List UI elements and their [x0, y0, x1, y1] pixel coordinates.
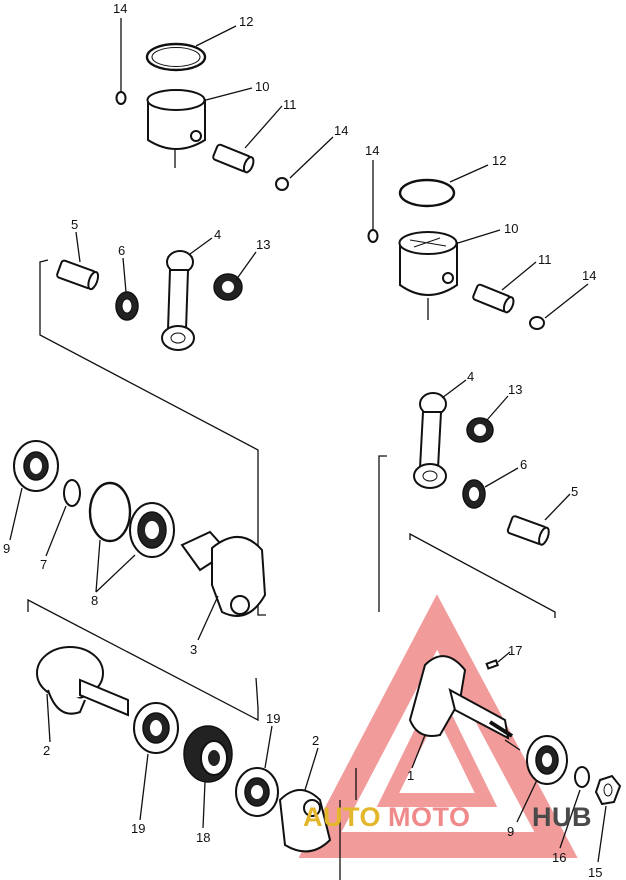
- callout-number: 6: [520, 457, 527, 472]
- callout-number: 9: [3, 541, 10, 556]
- watermark-wordmark: AUTO MOTO HUB: [303, 802, 592, 832]
- needle-bearing: [466, 417, 494, 443]
- assembly-frame: [39, 259, 266, 616]
- piston-ring: [145, 42, 207, 72]
- connecting-rod: [413, 392, 447, 489]
- small-end-bearing: [115, 291, 139, 321]
- callout-number: 8: [91, 593, 98, 608]
- callout-number: 12: [239, 14, 253, 29]
- callout-number: 19: [131, 821, 145, 836]
- circlip: [529, 316, 545, 330]
- callout-number: 10: [504, 221, 518, 236]
- small-end-bearing: [462, 479, 486, 509]
- callout-number: 4: [214, 227, 221, 242]
- callout-number: 13: [256, 237, 270, 252]
- crankshaft-assembly: [408, 655, 521, 751]
- circlip: [367, 229, 379, 243]
- assembly-frame: [378, 455, 556, 618]
- callout-labels: 14 12 10 11 14 5 6 4 13 9 7 8 3 2 19 19 …: [3, 1, 602, 880]
- callout-number: 5: [571, 484, 578, 499]
- callout-number: 13: [508, 382, 522, 397]
- callout-number: 15: [588, 865, 602, 880]
- callout-number: 6: [118, 243, 125, 258]
- piston: [146, 89, 206, 168]
- callout-number: 19: [266, 711, 280, 726]
- callout-number: 2: [43, 743, 50, 758]
- callout-number: 9: [507, 824, 514, 839]
- main-bearing: [235, 767, 279, 817]
- watermark-inner-triangle-icon: [376, 684, 498, 807]
- callout-number: 5: [71, 217, 78, 232]
- main-bearing: [129, 502, 175, 558]
- watermark-triangle-icon: [298, 594, 578, 858]
- crankshaft-half: [180, 530, 267, 617]
- oil-seal: [526, 735, 568, 785]
- callout-number: 18: [196, 830, 210, 845]
- connecting-rod: [161, 250, 195, 351]
- callout-number: 17: [508, 643, 522, 658]
- watermark-logo: [298, 594, 578, 858]
- snap-ring: [88, 481, 132, 543]
- callout-number: 1: [407, 768, 414, 783]
- piston-ring-inner: [151, 47, 201, 67]
- callout-number: 11: [283, 97, 297, 112]
- leader-lines: [9, 18, 607, 863]
- snap-ring: [63, 479, 81, 507]
- needle-bearing: [506, 515, 550, 546]
- needle-bearing: [213, 273, 243, 301]
- washer: [574, 766, 590, 788]
- piston-pin: [212, 143, 255, 174]
- callout-number: 3: [190, 642, 197, 657]
- callout-number: 16: [552, 850, 566, 865]
- callout-number: 14: [334, 123, 348, 138]
- assembly-frame: [27, 598, 259, 722]
- callout-number: 4: [467, 369, 474, 384]
- needle-bearing: [56, 259, 100, 291]
- circlip: [275, 177, 289, 191]
- crank-nut: [594, 774, 622, 806]
- watermark-word-moto: MOTO: [388, 802, 471, 832]
- callout-number: 14: [113, 1, 127, 16]
- watermark-word-auto: AUTO: [303, 802, 381, 832]
- crankshaft-half: [36, 646, 129, 717]
- drive-gear: [183, 725, 233, 783]
- piston-pin: [472, 283, 515, 314]
- callout-number: 2: [312, 733, 319, 748]
- assembly-frame: [339, 768, 357, 880]
- circlip: [115, 91, 127, 105]
- crankshaft-half: [278, 789, 332, 853]
- piston: [398, 231, 458, 320]
- watermark-word-hub: HUB: [532, 802, 592, 832]
- callout-number: 14: [365, 143, 379, 158]
- main-bearing: [133, 702, 179, 754]
- callout-number: 12: [492, 153, 506, 168]
- woodruff-key: [485, 659, 500, 670]
- callout-number: 14: [582, 268, 596, 283]
- piston-ring: [398, 178, 456, 208]
- callout-number: 7: [40, 557, 47, 572]
- callout-number: 10: [255, 79, 269, 94]
- callout-number: 11: [538, 252, 552, 267]
- oil-seal: [13, 440, 59, 492]
